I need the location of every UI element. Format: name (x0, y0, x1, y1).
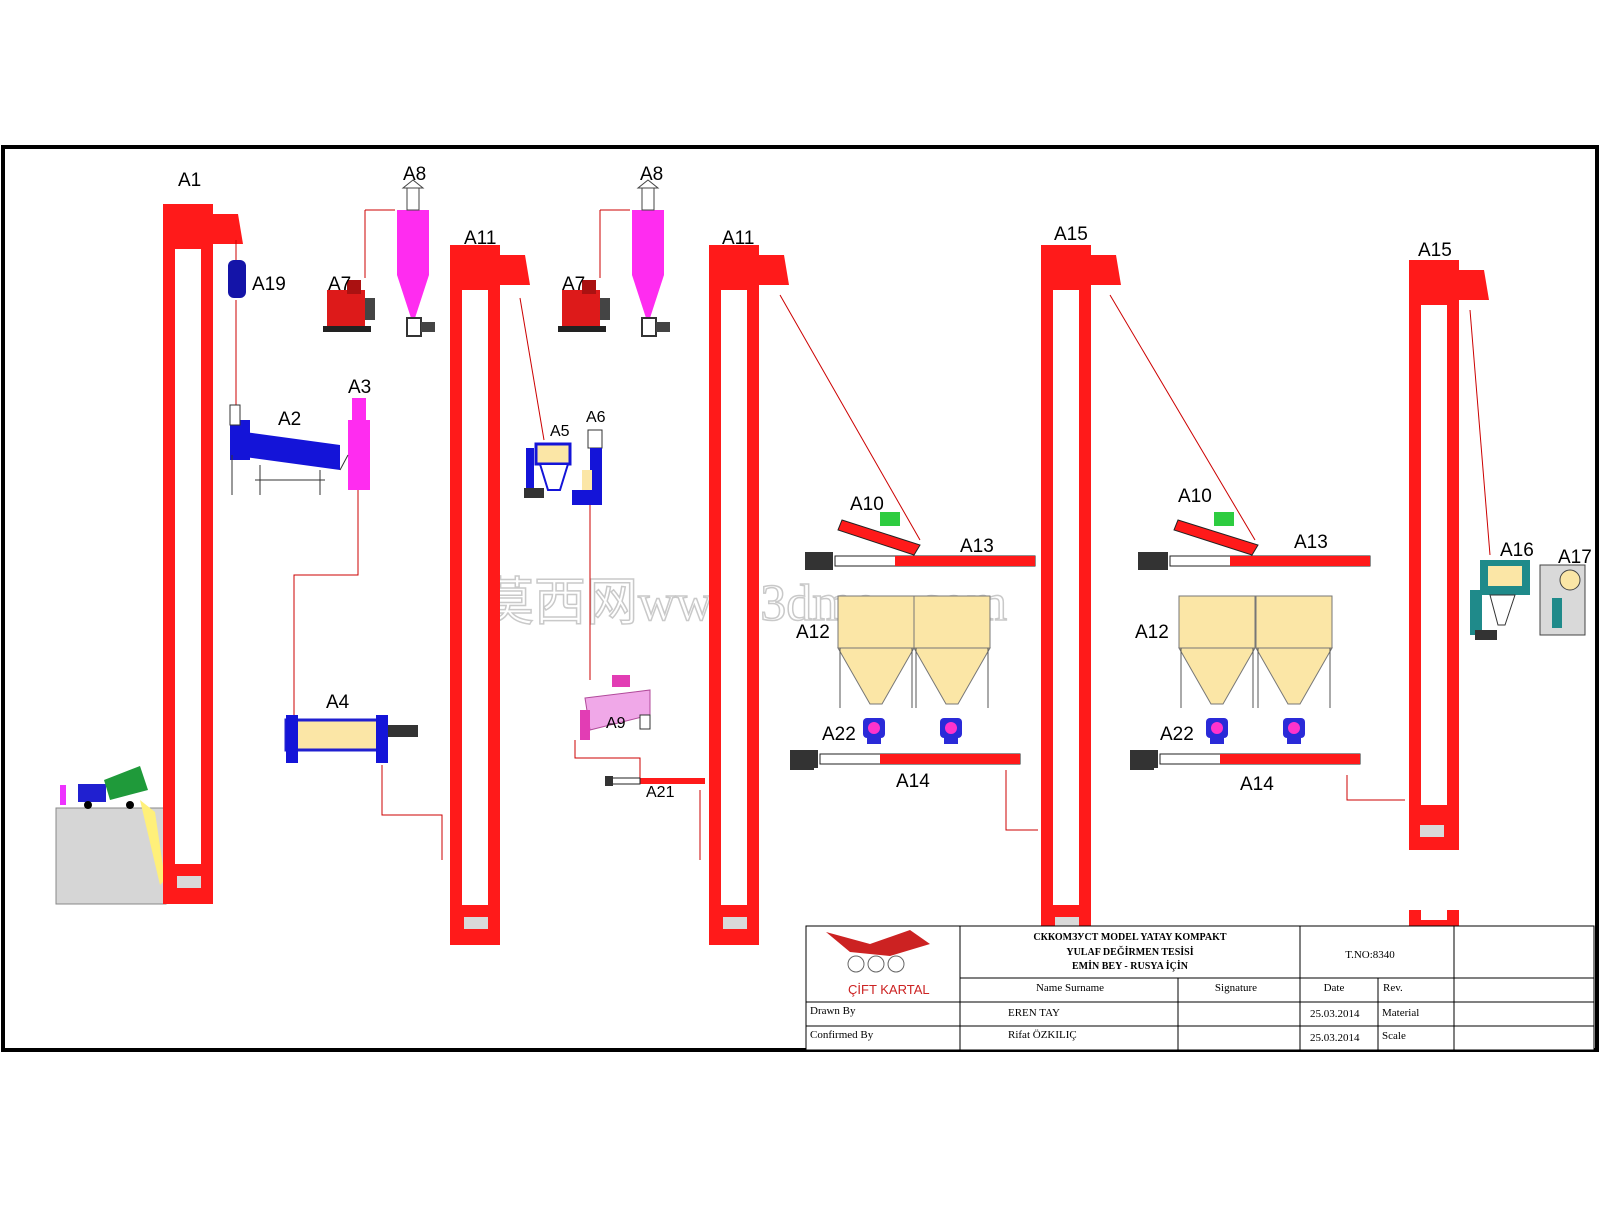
label-a12-left: A12 (796, 622, 830, 643)
label-a1: A1 (178, 170, 201, 191)
scale-label: Scale (1382, 1030, 1406, 1042)
label-a14-left: A14 (896, 771, 930, 792)
title-block: ÇİFT KARTAL СККОМЗУСТ MODEL YATAY KOMPAK… (805, 925, 1595, 1051)
feed-lines (235, 209, 1491, 860)
a21-conveyor (605, 776, 705, 786)
silo-group-right (1129, 512, 1371, 770)
a4-dampener (284, 715, 418, 763)
confirmed-by-name: Rifat ÖZKILIÇ (1008, 1029, 1077, 1041)
elevator-a15-left (1041, 245, 1121, 945)
label-a13-left: A13 (960, 536, 994, 557)
drawn-by-label: Drawn By (810, 1005, 856, 1017)
a8-cyclone-right (631, 179, 671, 337)
label-a19: A19 (252, 274, 286, 295)
label-a11-right: A11 (722, 228, 754, 249)
label-a4: A4 (326, 692, 350, 713)
truck-unloading (55, 766, 167, 905)
label-a7-right: A7 (562, 274, 585, 295)
col-rev-header: Rev. (1383, 982, 1403, 994)
label-a13-right: A13 (1294, 532, 1328, 553)
label-a12-right: A12 (1135, 622, 1169, 643)
drawn-by-date: 25.03.2014 (1310, 1008, 1360, 1020)
a19-magnet (228, 260, 246, 298)
company-logo (826, 930, 930, 973)
label-a6: A6 (586, 409, 606, 426)
label-a15-left: A15 (1054, 224, 1088, 245)
confirmed-by-date: 25.03.2014 (1310, 1032, 1360, 1044)
a3-aspirator (339, 398, 370, 490)
a6-machine (572, 429, 603, 505)
a5-machine (524, 442, 572, 498)
col-signature-header: Signature (1215, 982, 1257, 994)
label-a11-left: A11 (464, 228, 496, 249)
title-line-3: EMİN BEY - RUSYA İÇİN (1072, 960, 1189, 972)
label-a10-left: A10 (850, 494, 884, 515)
title-line-2: YULAF DEĞİRMEN TESİSİ (1066, 945, 1193, 958)
label-a5: A5 (550, 423, 570, 440)
label-a21: A21 (646, 784, 675, 801)
label-a8-right: A8 (640, 164, 663, 185)
label-a17: A17 (1558, 547, 1592, 568)
label-a8-left: A8 (403, 164, 426, 185)
label-a16: A16 (1500, 540, 1534, 561)
label-a22-left: A22 (822, 724, 856, 745)
label-a15-right: A15 (1418, 240, 1452, 261)
a17-machine (1539, 564, 1586, 636)
label-a14-right: A14 (1240, 774, 1274, 795)
confirmed-by-label: Confirmed By (810, 1029, 874, 1041)
drawn-by-name: EREN TAY (1008, 1007, 1060, 1019)
drawing-frame (1, 145, 1599, 1052)
company-name: ÇİFT KARTAL (848, 982, 930, 997)
drawing-number: T.NO:8340 (1345, 949, 1395, 961)
label-a9: A9 (606, 715, 626, 732)
label-a22-right: A22 (1160, 724, 1194, 745)
label-a3: A3 (348, 377, 371, 398)
col-date-header: Date (1324, 982, 1345, 994)
material-label: Material (1382, 1007, 1419, 1019)
elevator-a1 (163, 204, 243, 904)
a9-sorter (580, 675, 651, 740)
label-a10-right: A10 (1178, 486, 1212, 507)
a16-machine (1470, 560, 1530, 640)
label-a7-left: A7 (328, 274, 351, 295)
label-a2: A2 (278, 409, 301, 430)
a8-cyclone-left (396, 179, 436, 337)
silo-group-left (789, 512, 1036, 770)
title-line-1: СККОМЗУСТ MODEL YATAY KOMPAKT (1033, 932, 1227, 943)
col-name-header: Name Surname (1036, 982, 1104, 994)
a2-sieve (229, 404, 340, 495)
